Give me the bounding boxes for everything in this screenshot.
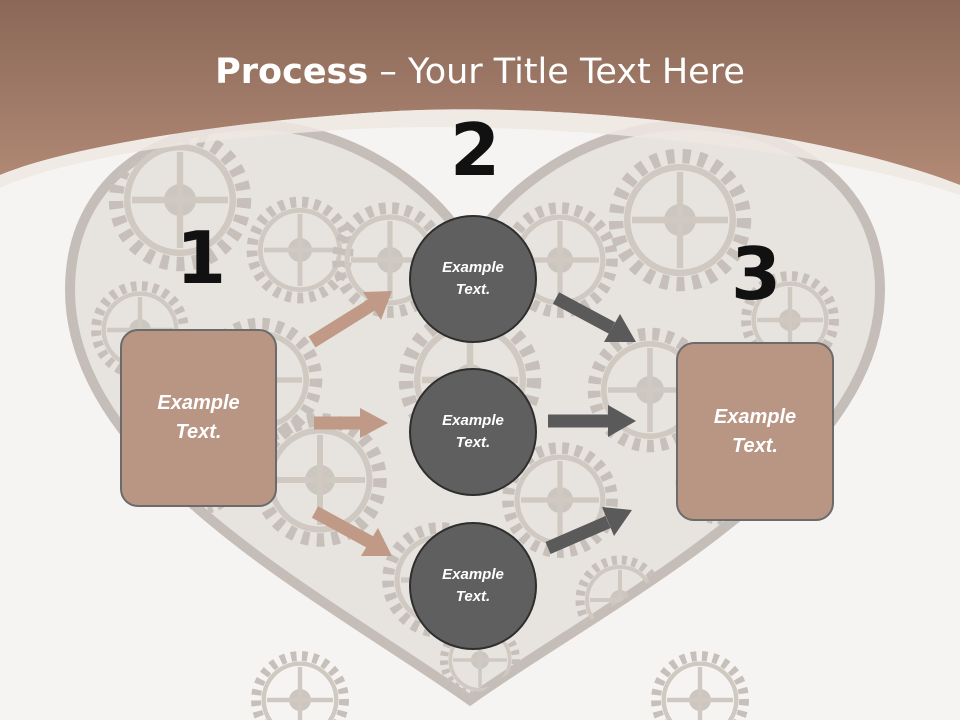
arrow-left-to-top bbox=[308, 298, 377, 348]
title-banner bbox=[0, 0, 960, 185]
arrow-bottom-to-right bbox=[545, 516, 611, 554]
arrow-top-to-right bbox=[552, 292, 616, 334]
left-box-line1: Example bbox=[157, 392, 240, 414]
step-number-1: 1 bbox=[176, 216, 227, 300]
title-rest: – Your Title Text Here bbox=[368, 52, 745, 92]
left-box-line2: Text. bbox=[175, 421, 222, 443]
circle-top-line2: Text. bbox=[455, 281, 491, 298]
arrows bbox=[308, 291, 636, 556]
arrow-left-to-bottom bbox=[311, 506, 374, 548]
slide-title: Process – Your Title Text Here bbox=[0, 52, 960, 92]
circle-top[interactable]: Example Text. bbox=[409, 215, 537, 343]
circle-bottom-line2: Text. bbox=[455, 588, 491, 605]
right-box-line1: Example bbox=[713, 405, 797, 428]
circle-bottom-line1: Example bbox=[442, 565, 504, 583]
right-box-line2: Text. bbox=[732, 434, 778, 457]
circle-middle-line1: Example bbox=[442, 411, 504, 429]
circle-top-line1: Example bbox=[442, 258, 504, 276]
circle-bottom[interactable]: Example Text. bbox=[409, 522, 537, 650]
circle-middle[interactable]: Example Text. bbox=[409, 368, 537, 496]
step-number-2: 2 bbox=[450, 108, 501, 192]
right-text-box[interactable]: Example Text. bbox=[676, 342, 834, 521]
step-number-3: 3 bbox=[731, 232, 782, 316]
left-text-box[interactable]: Example Text. bbox=[120, 329, 277, 507]
title-bold: Process bbox=[215, 52, 369, 92]
circle-middle-line2: Text. bbox=[455, 434, 491, 451]
